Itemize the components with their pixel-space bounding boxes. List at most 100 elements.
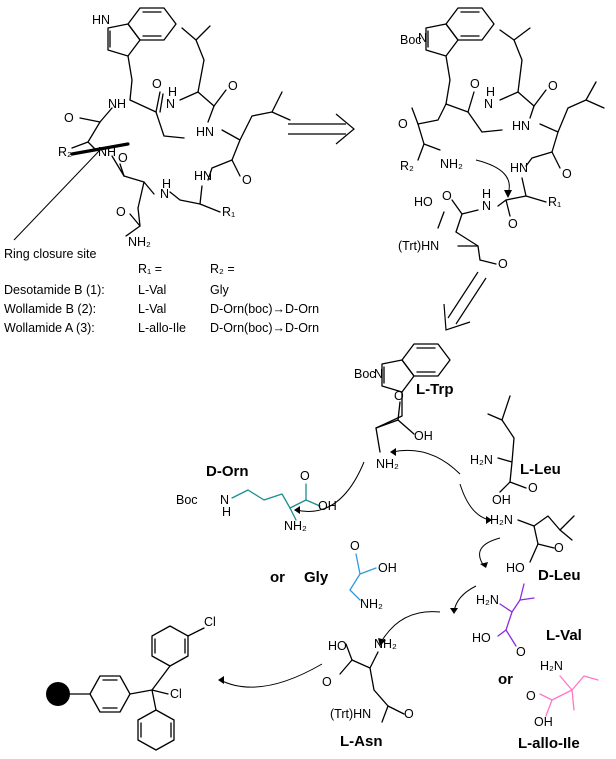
r2-label-2: R₂ [400, 159, 414, 173]
o-label-5: O [116, 205, 126, 219]
o-label-12: O [498, 257, 508, 271]
n-label-2: N [160, 187, 169, 201]
val-ho-label: HO [472, 631, 491, 645]
compound-r1-1: L-Val [138, 283, 166, 297]
o-label-3: O [242, 173, 252, 187]
closure-arrow-top [475, 159, 510, 195]
orn-nh2-label: NH₂ [284, 519, 307, 533]
resin-bead [46, 682, 70, 706]
hn-label-4: HN [510, 161, 528, 175]
n-label-4: N [482, 199, 491, 213]
r1-label-1: R₁ [222, 205, 235, 219]
h-label-4: H [482, 187, 491, 201]
val-h2n-label: H₂N [476, 593, 499, 607]
ho-label-2: HO [506, 561, 525, 575]
ile-o-label: O [526, 689, 536, 703]
leu-building-block: H₂N O OH L-Leu [470, 395, 561, 507]
residue-gly: Gly [304, 569, 329, 586]
orn-building-block: D-Orn Boc N H NH₂ O OH [176, 463, 337, 533]
residue-orn: D-Orn [206, 463, 249, 480]
hn-label-2: HN [194, 169, 212, 183]
or-label-1: or [270, 569, 285, 586]
compound-r1-2: L-Val [138, 302, 166, 316]
dleu-building-block: H₂N O HO D-Leu [490, 513, 581, 584]
o-label-18: O [404, 707, 414, 721]
compound-table: R₁ = R₂ = Desotamide B (1): L-Val Gly Wo… [4, 262, 319, 335]
indole-n-label-2: N [374, 367, 383, 381]
residue-val: L-Val [546, 627, 582, 644]
o-label-8: O [548, 79, 558, 93]
boc-label-3: Boc [176, 493, 198, 507]
retro-arrow-down [443, 271, 487, 331]
o-label-16: O [554, 541, 564, 555]
boc-label-1: Boc [400, 33, 422, 47]
h-label-2: H [162, 177, 171, 191]
compound-name-3: Wollamide A (3): [4, 321, 95, 335]
r2-header: R₂ = [210, 262, 235, 276]
residue-trp: L-Trp [416, 381, 454, 398]
ring-closure-leader [13, 149, 101, 241]
alloile-building-block: or H₂N O OH L-allo-Ile [498, 659, 599, 752]
compound-name-1: Desotamide B (1): [4, 283, 105, 297]
o-label-17: O [322, 675, 332, 689]
o-label-7: O [470, 77, 480, 91]
val-building-block: H₂N O HO L-Val [472, 583, 582, 659]
cyclic-peptide-structure: HN O H N O HN O HN R₁ H N O NH₂ O [4, 7, 291, 261]
gly-o-label: O [350, 539, 360, 553]
compound-r2-3: D-Orn(boc)→D-Orn [210, 321, 319, 335]
o-label-11: O [442, 189, 452, 203]
nh2-label-1: NH₂ [128, 235, 151, 249]
compound-name-2: Wollamide B (2): [4, 302, 96, 316]
o-label-6: O [64, 111, 74, 125]
trp-building-block: Boc N NH₂ O OH L-Trp [354, 343, 454, 471]
ring-closure-label: Ring closure site [4, 247, 96, 261]
linear-peptide-structure: Boc N O H N O HN O HN R₁ O H N O [398, 7, 605, 271]
cl-label-2: Cl [170, 687, 182, 701]
o-label-10: O [508, 217, 518, 231]
o-label-15: O [528, 481, 538, 495]
compound-r2-1: Gly [210, 283, 230, 297]
o-label-9: O [562, 167, 572, 181]
gly-nh2-label: NH₂ [360, 597, 383, 611]
boc-label-2: Boc [354, 367, 376, 381]
indole-nh-label: HN [92, 13, 110, 27]
ho-label-1: HO [414, 195, 433, 209]
ring-closure-bar [70, 142, 130, 156]
orn-n-label: N [220, 493, 229, 507]
h-label-1: H [168, 85, 177, 99]
residue-leu2: D-Leu [538, 567, 581, 584]
trt-hn-label-2: (Trt)HN [330, 707, 371, 721]
o-label-4: O [118, 151, 128, 165]
orn-o-label: O [300, 469, 310, 483]
asn-building-block: NH₂ HO O (Trt)HN O L-Asn [322, 637, 414, 750]
o-label-1: O [152, 77, 162, 91]
h2n-label-2: H₂N [490, 513, 513, 527]
r2-label-1: R₂ [58, 145, 72, 159]
orn-oh-label: OH [318, 499, 337, 513]
indole-ring: HN [92, 7, 177, 57]
r1-header: R₁ = [138, 262, 162, 276]
resin-trityl-structure: Cl Cl [46, 615, 216, 751]
r1-label-2: R₁ [548, 195, 561, 209]
ile-h2n-label: H₂N [540, 659, 563, 673]
ile-oh-label: OH [534, 715, 553, 729]
val-o-label: O [516, 645, 526, 659]
or-label-2: or [498, 671, 513, 688]
indole-n-label: N [418, 31, 427, 45]
compound-r1-3: L-allo-Ile [138, 321, 186, 335]
ho-label-3: HO [328, 639, 347, 653]
o-label-13: O [398, 117, 408, 131]
nh2-label-4: NH₂ [374, 637, 397, 651]
o-label-14: O [394, 389, 404, 403]
h-label-3: H [486, 85, 495, 99]
retro-arrow-right [288, 113, 355, 145]
gly-building-block: or Gly O OH NH₂ [270, 539, 397, 611]
coupling-arrows [218, 448, 501, 688]
hn-label-3: HN [512, 119, 530, 133]
trt-hn-label-1: (Trt)HN [398, 239, 439, 253]
gly-oh-label: OH [378, 561, 397, 575]
residue-alloile: L-allo-Ile [518, 735, 580, 752]
hn-label-1: HN [196, 125, 214, 139]
